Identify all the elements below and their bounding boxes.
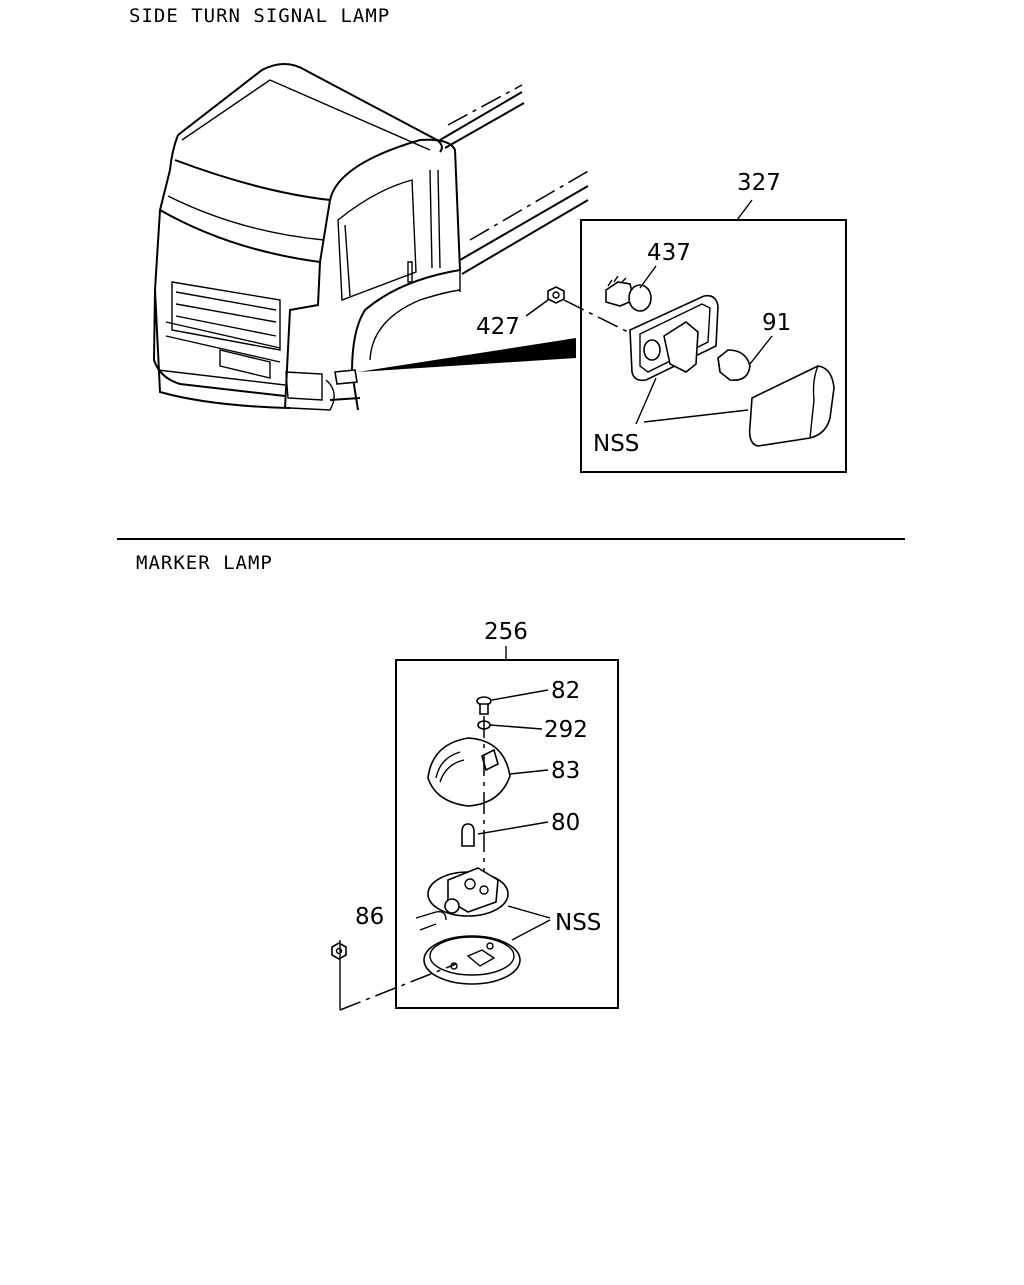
marker-bulb-part-80: [461, 823, 475, 847]
callout-292: 292: [544, 717, 588, 743]
callout-nss-marker: NSS: [555, 910, 601, 936]
bulb-part-91: [717, 349, 751, 382]
lamp-housing-part: [629, 294, 719, 382]
callout-86: 86: [355, 904, 384, 930]
callout-256: 256: [484, 619, 528, 645]
callout-437: 437: [647, 240, 691, 266]
lamp-lens-part: [748, 365, 835, 447]
marker-lens-part-83: [427, 737, 511, 807]
nut-part-427: [547, 286, 565, 304]
truck-cab-illustration: [152, 63, 591, 411]
section-title-side-turn-signal: SIDE TURN SIGNAL LAMP: [129, 5, 390, 27]
nut-part-86: [331, 942, 347, 960]
callout-80: 80: [551, 810, 580, 836]
callout-427: 427: [476, 314, 520, 340]
callout-327: 327: [737, 170, 781, 196]
detail-box-marker-lamp: [395, 659, 619, 1009]
callout-91: 91: [762, 310, 791, 336]
callout-82: 82: [551, 678, 580, 704]
section-title-marker-lamp: MARKER LAMP: [136, 552, 273, 574]
screw-part-82: [476, 696, 492, 715]
marker-gasket-part: [423, 935, 521, 985]
marker-base-part: [415, 867, 509, 931]
bulb-socket-part: [605, 275, 652, 312]
callout-nss-side: NSS: [593, 431, 639, 457]
callout-83: 83: [551, 758, 580, 784]
detail-box-side-turn-signal: [580, 219, 847, 473]
